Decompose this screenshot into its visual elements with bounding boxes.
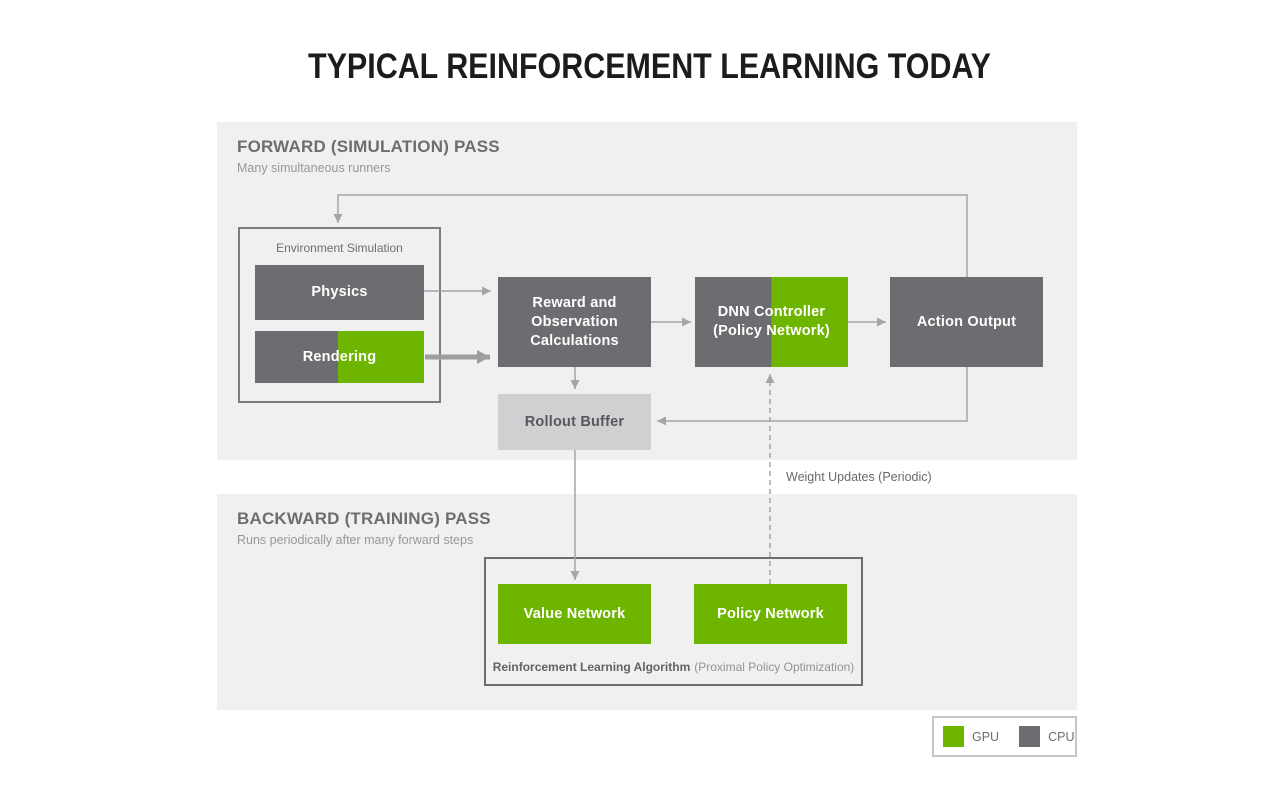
dnn-line-1: DNN Controller — [717, 304, 826, 320]
policy-network-label: Policy Network — [717, 605, 824, 622]
gpu-swatch-icon — [943, 726, 964, 747]
legend-cpu-label: CPU — [1048, 729, 1075, 744]
physics-box: Physics — [255, 265, 424, 320]
value-network-label: Value Network — [523, 605, 626, 622]
rl-algorithm-caption: Reinforcement Learning Algorithm(Proxima… — [486, 660, 861, 674]
backward-pass-subheading: Runs periodically after many forward ste… — [237, 533, 474, 547]
rendering-label: Rendering — [302, 348, 377, 365]
policy-network-box: Policy Network — [694, 584, 847, 644]
page-title-text: TYPICAL REINFORCEMENT LEARNING TODAY — [307, 47, 991, 86]
physics-label: Physics — [311, 284, 368, 300]
action-output-label: Action Output — [916, 313, 1017, 330]
page-title: TYPICAL REINFORCEMENT LEARNING TODAY — [9, 47, 1280, 87]
rl-algorithm-caption-bold: Reinforcement Learning Algorithm — [492, 660, 691, 674]
forward-pass-heading: FORWARD (SIMULATION) PASS — [237, 137, 500, 156]
rendering-box: Rendering — [255, 331, 424, 383]
reward-line-2: Observation — [531, 313, 618, 330]
rollout-buffer-box: Rollout Buffer — [498, 394, 651, 450]
weight-updates-label: Weight Updates (Periodic) — [786, 470, 932, 484]
reward-line-3: Calculations — [530, 332, 619, 349]
legend: GPU CPU — [932, 716, 1077, 757]
environment-simulation-label: Environment Simulation — [276, 241, 403, 255]
dnn-line-2: (Policy Network) — [713, 323, 830, 339]
backward-pass-heading: BACKWARD (TRAINING) PASS — [237, 509, 491, 528]
rl-algorithm-container: Reinforcement Learning Algorithm(Proxima… — [484, 557, 863, 686]
reward-observation-box: Reward and Observation Calculations — [498, 277, 651, 367]
rollout-buffer-label: Rollout Buffer — [524, 413, 625, 430]
reward-line-1: Reward and — [532, 294, 617, 311]
rl-algorithm-caption-detail: (Proximal Policy Optimization) — [694, 660, 855, 674]
cpu-swatch-icon — [1019, 726, 1041, 747]
value-network-box: Value Network — [498, 584, 651, 644]
dnn-controller-box: DNN Controller (Policy Network) — [695, 277, 848, 367]
legend-gpu-label: GPU — [972, 729, 1000, 744]
forward-pass-subheading: Many simultaneous runners — [237, 161, 391, 175]
action-output-box: Action Output — [890, 277, 1043, 367]
